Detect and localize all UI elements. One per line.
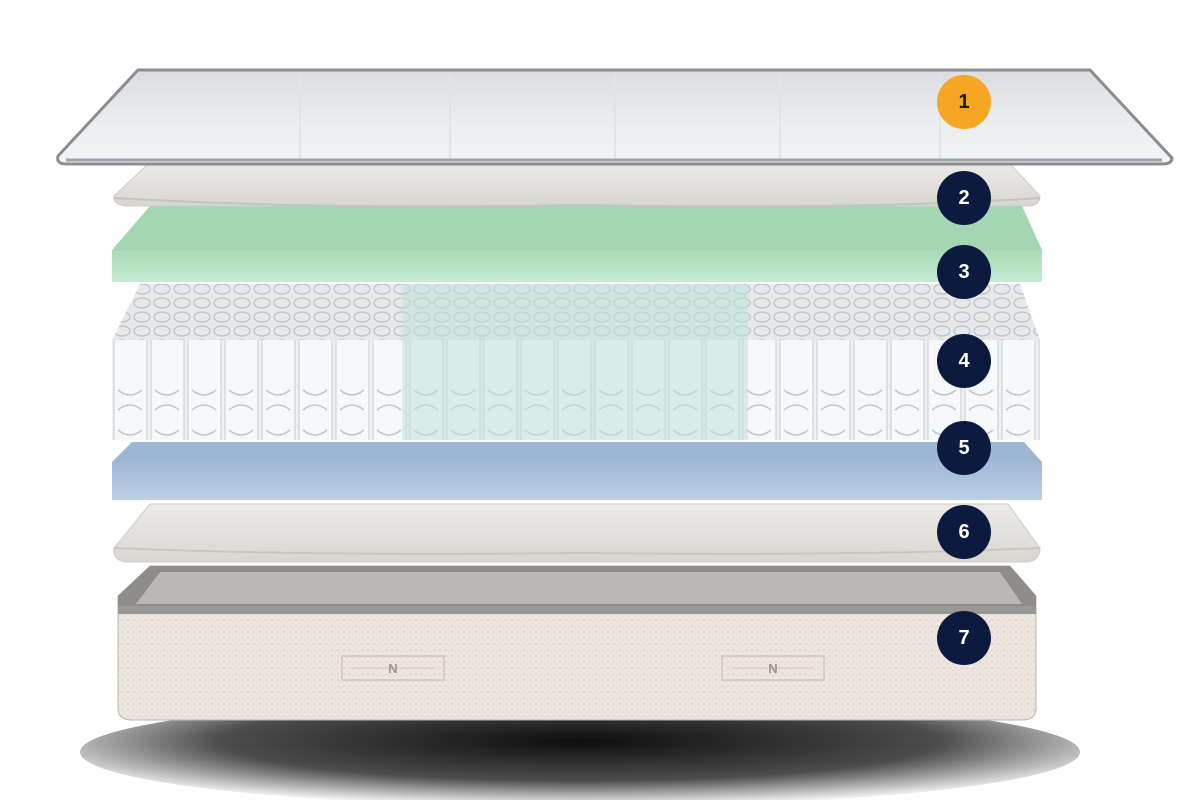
layer-2-wool	[113, 163, 1041, 207]
layer-marker-5[interactable]: 5	[937, 421, 991, 475]
layer-7-base: N N	[117, 565, 1037, 721]
layer-5-blue-foam	[112, 442, 1042, 500]
base-logo-text-right: N	[768, 661, 777, 676]
layer-6-wool	[113, 503, 1041, 563]
layer-marker-6[interactable]: 6	[937, 505, 991, 559]
base-logo-text-left: N	[388, 661, 397, 676]
layer-marker-1[interactable]: 1	[937, 75, 991, 129]
base-shadow	[80, 697, 1080, 800]
base-logo-left: N	[341, 655, 445, 681]
base-logo-right: N	[721, 655, 825, 681]
layer-marker-3[interactable]: 3	[937, 245, 991, 299]
layer-4-pocket-coils	[112, 284, 1040, 440]
layer-marker-7[interactable]: 7	[937, 611, 991, 665]
layer-marker-2[interactable]: 2	[937, 171, 991, 225]
layer-3-green-foam	[112, 206, 1042, 282]
layer-marker-4[interactable]: 4	[937, 334, 991, 388]
layer-1-cover	[56, 68, 1174, 166]
